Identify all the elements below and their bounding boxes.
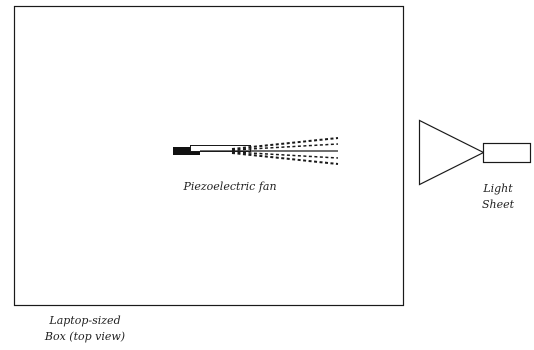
laptop-box-outline xyxy=(13,5,405,307)
box-caption-line1: Laptop-sized xyxy=(49,314,121,327)
fan-blade-deflection-lower-inner xyxy=(231,151,339,159)
fan-caption: Piezoelectric fan xyxy=(170,179,290,195)
fan-blade-deflection-upper-inner xyxy=(231,143,339,151)
box-caption: Laptop-sized Box (top view) xyxy=(30,313,140,345)
light-sheet-caption: Light Sheet xyxy=(463,181,533,213)
light-sheet-caption-line1: Light xyxy=(483,182,513,195)
laser-body xyxy=(482,142,532,164)
fan-mount-block xyxy=(173,147,200,155)
fan-blade-deflection-upper-outer xyxy=(231,137,339,150)
light-sheet-caption-line2: Sheet xyxy=(481,198,515,211)
fan-caption-text: Piezoelectric fan xyxy=(183,180,277,193)
piezoelectric-fan xyxy=(173,137,339,165)
light-sheet-fan-triangle xyxy=(418,119,485,186)
fan-blade-deflection-lower-outer xyxy=(231,152,339,165)
box-caption-line2: Box (top view) xyxy=(44,330,126,343)
light-sheet-source xyxy=(418,119,532,186)
